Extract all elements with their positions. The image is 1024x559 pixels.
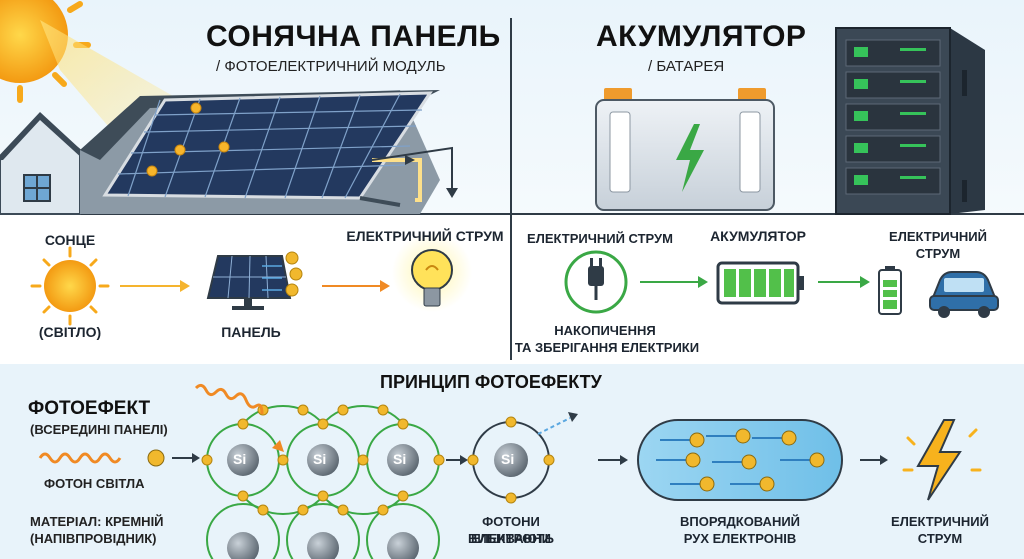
- battery-small-label: АКУМУЛЯТОР: [710, 228, 806, 244]
- car-icon: [929, 271, 999, 318]
- storage-label-2: ТА ЗБЕРІГАННЯ ЕЛЕКТРИКИ: [514, 340, 700, 355]
- plug-label: ЕЛЕКТРИЧНИЙ СТРУМ: [527, 231, 673, 246]
- storage-label-1: НАКОПИЧЕННЯ: [554, 323, 656, 338]
- si-atom-label: Si: [313, 451, 327, 467]
- battery-title: АКУМУЛЯТОР: [596, 20, 807, 53]
- effect-title: ФОТОЕФЕКТ: [28, 398, 151, 419]
- material-label-2: (НАПІВПРОВІДНИК): [30, 531, 157, 546]
- mini-battery-icon: [878, 266, 902, 315]
- current-label: ЕЛЕКТРИЧНИЙ СТРУМ: [346, 228, 504, 244]
- battery-big-icon: [595, 88, 775, 211]
- light-bulb-icon: [392, 232, 472, 312]
- solar-title: СОНЯЧНА ПАНЕЛЬ: [206, 20, 501, 53]
- sun-sublabel: (СВІТЛО): [38, 324, 102, 340]
- out-label-2: СТРУМ: [915, 246, 961, 261]
- material-label-1: МАТЕРІАЛ: КРЕМНІЙ: [30, 514, 164, 529]
- si-atom-label: Si: [393, 451, 407, 467]
- plug-icon: [564, 250, 628, 314]
- battery-subtitle: / БАТАРЕЯ: [648, 58, 725, 75]
- silicon-lattice-icon: [194, 383, 445, 559]
- battery-rack-icon: [835, 27, 985, 215]
- principle-title: ПРИНЦИП ФОТОЕФЕКТУ: [380, 372, 602, 392]
- si-atom-label: Si: [501, 451, 515, 467]
- flow-label-1: ВПОРЯДКОВАНИЙ: [679, 514, 801, 529]
- lightning-icon: [902, 419, 982, 501]
- solar-panel-small-icon: [206, 251, 303, 310]
- out-label-1: ЕЛЕКТРИЧНИЙ: [889, 229, 987, 244]
- atom-ejecting-electron-icon: [467, 412, 578, 504]
- electron-flow-capsule-icon: [637, 419, 843, 501]
- knock-label-1: ФОТОНИ ВИБИВАЮТЬ: [468, 514, 554, 546]
- flow-label-2: РУХ ЕЛЕКТРОНІВ: [683, 531, 797, 546]
- result-label-2: СТРУМ: [917, 531, 963, 546]
- knock-label-2: ЕЛЕКТРОНИ: [470, 531, 551, 546]
- battery-small-icon: [716, 261, 804, 305]
- sun-label: СОНЦЕ: [44, 232, 96, 248]
- result-label-1: ЕЛЕКТРИЧНИЙ: [891, 514, 989, 529]
- effect-subtitle: (ВСЕРЕДИНІ ПАНЕЛІ): [30, 422, 168, 437]
- sun-flow-icon: [30, 246, 110, 326]
- photon-label: ФОТОН СВІТЛА: [44, 476, 145, 491]
- solar-subtitle: / ФОТОЕЛЕКТРИЧНИЙ МОДУЛЬ: [216, 58, 446, 75]
- panel-label: ПАНЕЛЬ: [221, 324, 281, 340]
- si-atom-label: Si: [233, 451, 247, 467]
